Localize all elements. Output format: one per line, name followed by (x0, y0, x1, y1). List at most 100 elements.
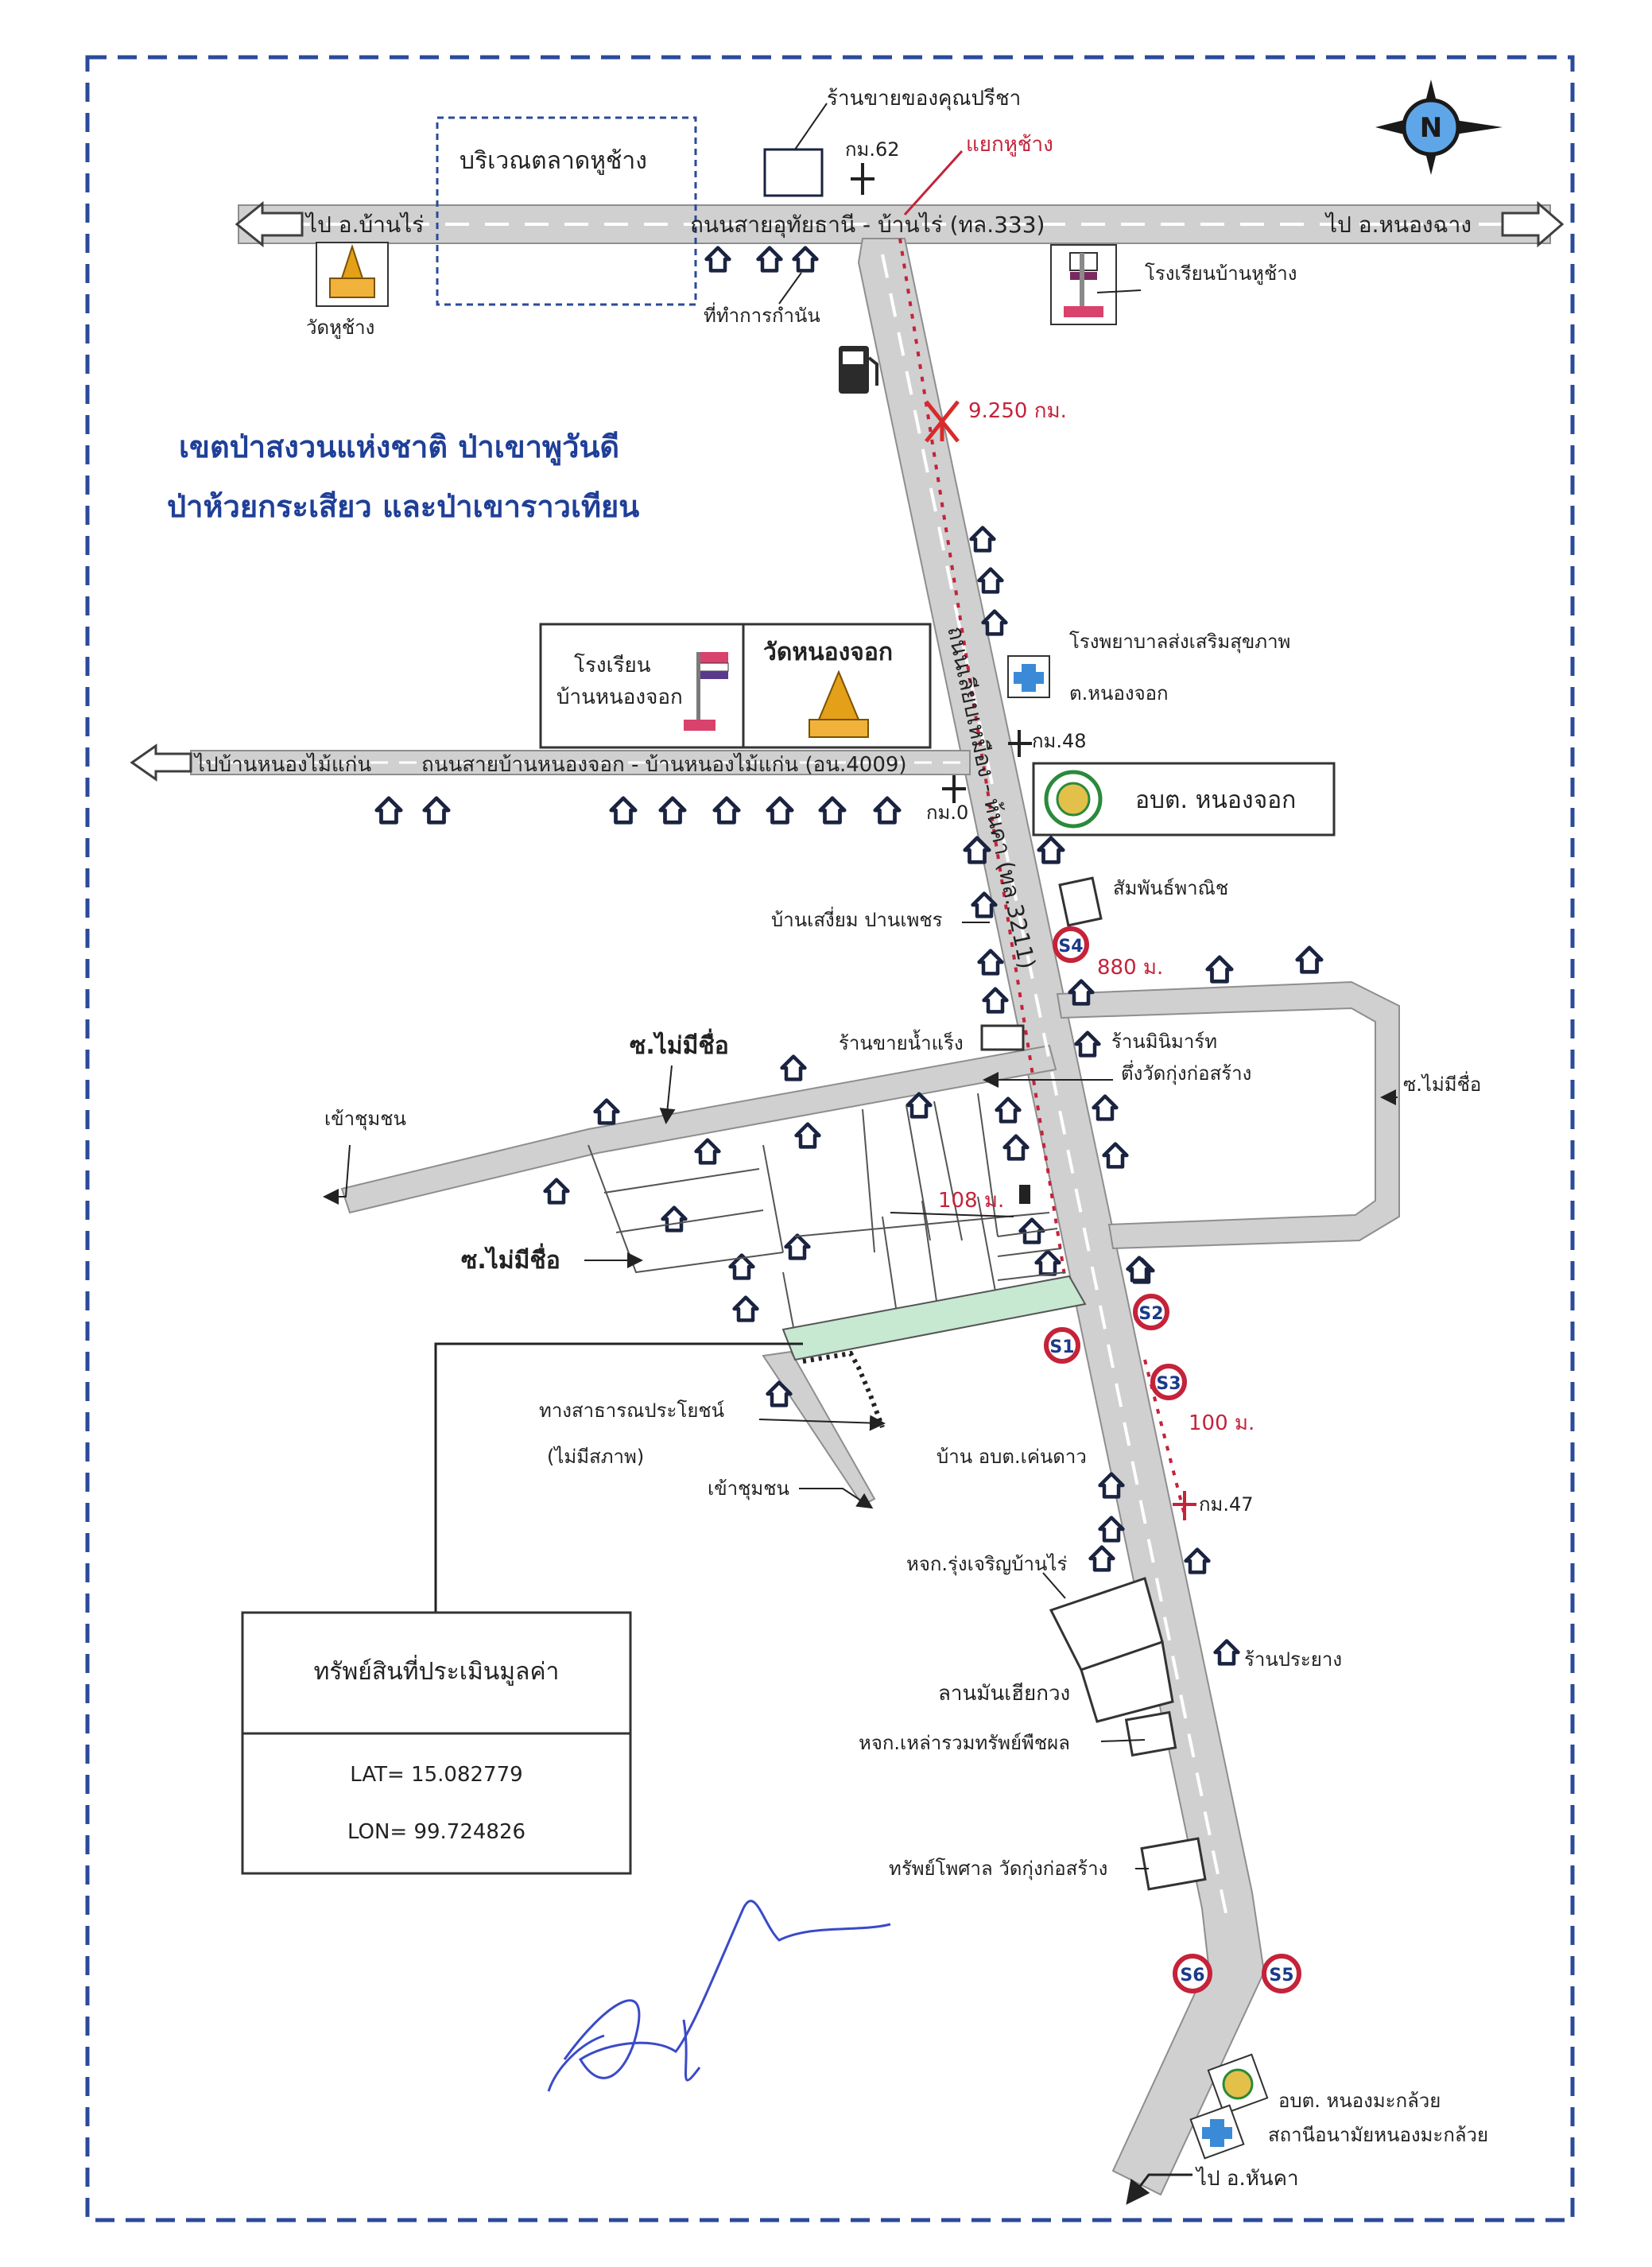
house-icon (984, 989, 1007, 1012)
marker-s1: S1 (1044, 1327, 1080, 1364)
km0-marker (942, 775, 966, 803)
tapioca-yard-label: ลานมันเฮียกวง (938, 1682, 1070, 1706)
health-station-icon (1189, 2104, 1245, 2160)
to-nong-chang-label: ไป อ.หนองฉาง (1324, 212, 1472, 238)
house-icon (758, 248, 781, 271)
house-icon (425, 798, 448, 822)
subject-property-plot (781, 1275, 1087, 1361)
health-station-label: สถานีอนามัยหนองมะกล้วย (1268, 2124, 1488, 2146)
ban-sueam-label: บ้านเสงี่ยม ปานเพชร (771, 906, 943, 931)
wat-nong-chok-label: วัดหนองจอก (763, 639, 893, 666)
svg-text:S2: S2 (1138, 1304, 1163, 1324)
shop-pricha-label: ร้านขายของคุณปรีชา (827, 87, 1021, 111)
wat-hu-chang-label: วัดหูช้าง (306, 316, 374, 340)
arrow-left-ban-rai (235, 200, 304, 248)
road-3211 (857, 238, 1266, 2196)
sampan-building (1058, 876, 1103, 927)
house-icon (1037, 1252, 1060, 1275)
house-icon (611, 798, 635, 822)
house-icon (661, 798, 684, 822)
house-icon (1128, 1258, 1151, 1281)
km0-label: กม.0 (926, 802, 968, 824)
house-icon (696, 1140, 719, 1163)
house-icon (794, 248, 817, 271)
school-nong-chok-label: โรงเรียนบ้านหนองจอก (556, 653, 683, 709)
tapioca-yard-building (1080, 1640, 1174, 1723)
compass-icon: N (1375, 80, 1503, 175)
obt-nong-mai-icon (1207, 2053, 1269, 2115)
arrow-right-nong-chang (1501, 200, 1565, 248)
soi-unnamed-top-arrow (659, 1065, 676, 1124)
forest-reserve-line2: ป่าห้วยกระเสียว และป่าเขาราวเทียน (167, 489, 639, 524)
house-icon (1100, 1518, 1123, 1541)
soi-unnamed-bottom-label: ซ.ไม่มีชื่อ (461, 1243, 560, 1275)
marker-s5: S5 (1262, 1954, 1301, 1993)
hospital-label-line2: ต.หนองจอก (1069, 682, 1169, 705)
compass-north-label: N (1420, 112, 1442, 144)
house-icon (1091, 1547, 1114, 1570)
main-road-label: ถนนสายอุทัยธานี - บ้านไร่ (ทล.333) (690, 212, 1045, 239)
road-west (340, 1044, 1057, 1214)
km47-label: กม.47 (1199, 1493, 1254, 1516)
gas-station-icon (839, 346, 878, 394)
wat-sala-building (1140, 1837, 1207, 1891)
school-flag-icon (684, 652, 729, 731)
junction-label: แยกหูช้าง (966, 133, 1053, 157)
house-icon (1070, 981, 1093, 1004)
km47-marker (1173, 1491, 1196, 1520)
wat-nong-chok-icon (809, 670, 869, 738)
distance-100-label: 100 ม. (1189, 1411, 1255, 1435)
map-border (85, 55, 1575, 2222)
road-3211-centerline (881, 254, 1230, 1925)
house-icon (377, 798, 401, 822)
svg-text:S4: S4 (1058, 937, 1083, 957)
house-icon (1208, 957, 1231, 981)
svg-text:S3: S3 (1156, 1374, 1181, 1394)
distance-line-red (898, 238, 1067, 1281)
school-hu-chang-label: โรงเรียนบ้านหูช้าง (1145, 262, 1297, 285)
house-icon (1094, 1097, 1117, 1120)
shop-pricha-leader (794, 103, 828, 150)
to-ban-rai-label: ไป อ.บ้านไร่ (304, 212, 424, 238)
public-way-arrow (758, 1415, 886, 1431)
kamnan-office-label: ที่ทำการกำนัน (704, 302, 820, 327)
wat-sala-label: ทรัพย์โพศาล วัดกุ่งก่อสร้าง (889, 1857, 1107, 1881)
road-east-loop (1056, 980, 1400, 1250)
house-icon (782, 1057, 805, 1080)
sampan-label: สัมพันธ์พาณิช (1113, 877, 1228, 899)
into-community-left-arrow (323, 1144, 351, 1205)
house-icon (663, 1208, 686, 1231)
side-road-label: ถนนสายบ้านหนองจอก - บ้านหนองไม้แก่น (อน.… (421, 752, 907, 777)
distance-108-label: 108 ม. (938, 1189, 1004, 1213)
asset-lon: LON= 99.724826 (347, 1820, 525, 1844)
lao-ruam-leader (1100, 1739, 1146, 1742)
to-hankha-label: ไป อ.หันคา (1195, 2166, 1299, 2191)
school-hu-chang-leader (1096, 289, 1142, 293)
lao-ruam-label: หจก.เหล่ารวมทรัพย์พืชผล (859, 1732, 1070, 1754)
house-icon (979, 951, 1002, 974)
house-icon (707, 248, 730, 271)
km48-marker (1008, 730, 1032, 757)
house-icon (908, 1094, 931, 1117)
house-icon (797, 1124, 820, 1147)
public-way-dotted-line (802, 1350, 885, 1429)
roads (190, 204, 1551, 2196)
lao-ruam-building (1124, 1710, 1177, 1757)
wat-hu-chang-icon (316, 242, 389, 307)
signature (547, 1900, 891, 2092)
into-community-bottom-arrow (799, 1488, 874, 1509)
house-icon (979, 569, 1002, 592)
obt-seal-icon (1044, 770, 1103, 829)
house-icon (1186, 1550, 1209, 1573)
asset-leader-line (434, 1342, 803, 1613)
rung-charoen-leader (1042, 1572, 1066, 1599)
distance-108-leader (890, 1212, 1014, 1217)
hospital-label-line1: โรงพยาบาลส่งเสริมสุขภาพ (1069, 631, 1290, 654)
house-icon (786, 1236, 809, 1259)
public-way-label-line1: ทางสาธารณประโยชน์ (539, 1399, 724, 1422)
to-nong-mai-kaen-label: ไปบ้านหนองไม้แก่น (193, 752, 371, 777)
to-hankha-arrow (1126, 2173, 1192, 2205)
shop-pricha-building (763, 148, 824, 197)
svg-text:S5: S5 (1269, 1966, 1293, 1986)
opposite-wat-label: ตึ่งวัดกุ่งก่อสร้าง (1121, 1060, 1251, 1085)
